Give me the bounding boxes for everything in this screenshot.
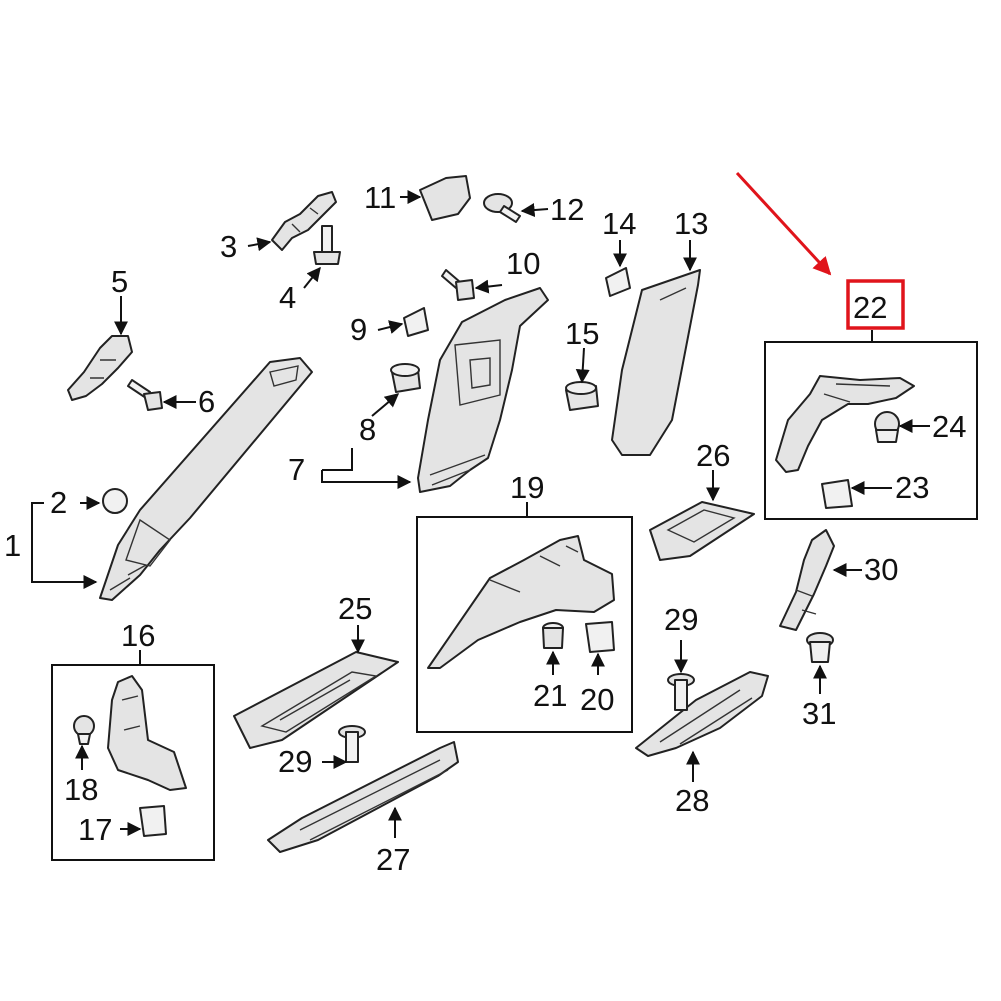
callout-2: 2 [50,485,67,520]
callout-27: 27 [376,842,410,877]
callout-28: 28 [675,783,709,818]
callout-26: 26 [696,438,730,473]
highlight-box-22 [846,279,905,330]
part-1-pillar-trim [99,357,313,601]
part-2-clip [102,488,128,514]
part-4-screw [313,225,341,265]
callout-4: 4 [279,280,296,315]
part-14-clip [605,267,631,297]
callout-29: 29 [278,744,312,779]
part-30-bracket [779,529,835,631]
callout-8: 8 [359,412,376,447]
callout-29: 29 [664,602,698,637]
callout-22: 22 [853,290,887,325]
part-28-sill-trim [635,671,769,757]
callout-23: 23 [895,470,929,505]
part-5-bracket [67,335,133,401]
callout-3: 3 [220,229,237,264]
callout-15: 15 [565,316,599,351]
callout-5: 5 [111,264,128,299]
part-9-clip [403,307,429,337]
part-29-screw [338,725,366,763]
group-box-19 [416,516,633,733]
callout-7: 7 [288,452,305,487]
part-16-panel [107,675,187,791]
part-24-grommet [874,411,900,443]
part-6-bolt [127,379,163,411]
part-3-bracket [271,191,337,251]
part-18-grommet [73,715,95,745]
part-26-scuff-plate [649,501,755,561]
part-8-grommet [390,363,421,393]
callout-11: 11 [364,180,396,215]
callout-24: 24 [932,409,966,444]
part-7-pillar-trim [417,287,549,493]
part-12-screw [483,193,521,223]
part-13-pillar-trim [611,269,701,456]
callout-16: 16 [121,618,155,653]
part-22-upper-trim [775,375,915,473]
group-box-16 [51,664,215,861]
callout-20: 20 [580,682,614,717]
part-31-grommet [806,632,834,663]
callout-14: 14 [602,206,636,241]
callout-12: 12 [550,192,584,227]
part-21-grommet [542,622,564,649]
callout-30: 30 [864,552,898,587]
callout-17: 17 [78,812,112,847]
callout-9: 9 [350,312,367,347]
leader-lines [31,190,930,838]
part-20-clip [585,621,615,653]
part-29-screw [667,673,695,711]
part-23-clip [821,479,853,509]
part-17-clip [139,805,167,837]
callout-10: 10 [506,246,540,281]
callout-1: 1 [4,528,21,563]
callout-25: 25 [338,591,372,626]
callout-19: 19 [510,470,544,505]
callout-labels: 1 2 3 4 5 6 7 8 9 10 11 12 13 14 15 16 1… [4,180,966,877]
highlight-marker [735,171,905,330]
callout-6: 6 [198,384,215,419]
callout-18: 18 [64,772,98,807]
part-15-grommet [565,381,599,411]
callout-21: 21 [533,678,567,713]
callout-31: 31 [802,696,836,731]
part-10-bolt [441,269,475,301]
part-25-scuff-plate [233,651,399,749]
part-19-quarter-trim [427,535,615,669]
part-11-bracket [419,175,471,221]
part-27-sill-trim [267,741,459,853]
callout-13: 13 [674,206,708,241]
